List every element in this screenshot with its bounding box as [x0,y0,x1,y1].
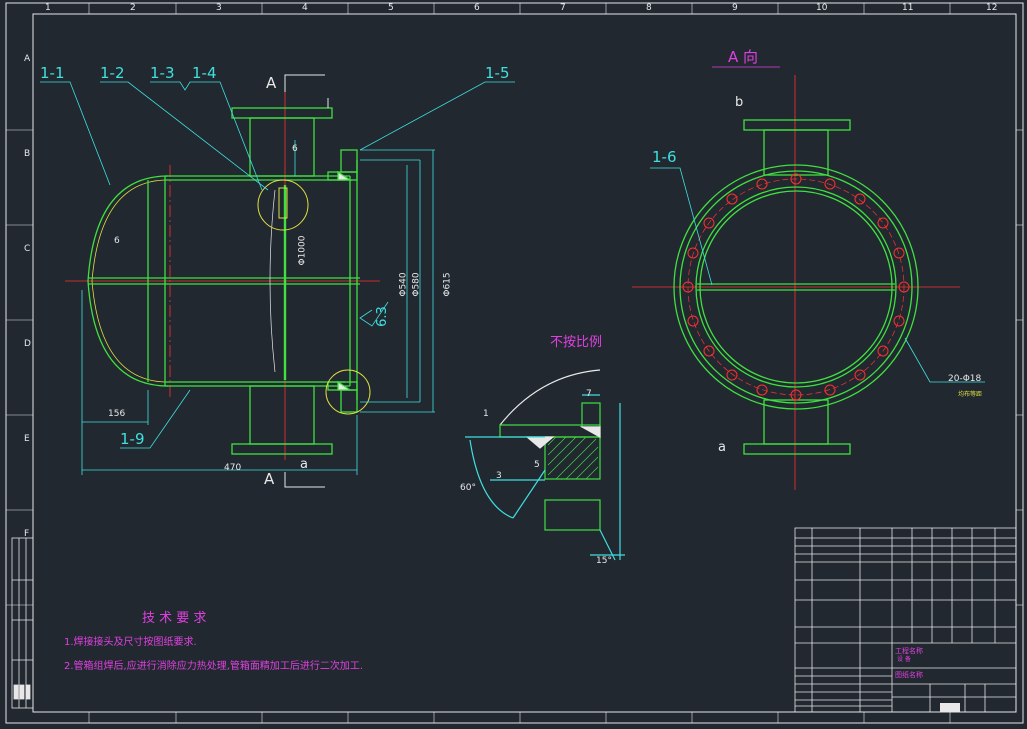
view-a-body [673,119,919,455]
border-number: 12 [986,3,998,13]
detail-dim-7: 7 [586,389,592,399]
weld-hatch [547,436,599,480]
border-letter: F [24,529,30,539]
weld-detail [465,369,625,561]
nozzle-top [231,107,333,177]
border-number: 8 [646,3,652,13]
part-label-1-9: 1-9 [120,430,145,448]
nozzle-bottom [231,385,333,455]
border-letter: B [24,149,31,159]
part-label-1-5: 1-5 [485,64,510,82]
dim-1000: Φ1000 [297,235,308,266]
detail-dim-5: 5 [534,460,540,470]
flange-right [327,149,358,413]
dim-615: Φ615 [442,272,453,297]
dim-6-top: 6 [292,144,298,154]
section-a-bottom: A [264,470,275,488]
border-number: 2 [130,3,136,13]
view-a-centerlines [632,75,960,490]
center-lines [65,90,380,460]
part-label-1-3: 1-3 [150,64,175,82]
border-number: 1 [45,3,51,13]
title-block-project: 工程名称 [895,647,923,655]
border-letter: C [24,244,31,254]
view-a-leaders [650,167,985,383]
title-block-drawing: 图纸名称 [895,671,923,679]
drawing-frame [5,2,1024,724]
nozzle-mark-a-right: a [718,440,726,455]
roughness-6-3: 6.3 [374,306,390,327]
detail-dim-3: 3 [496,471,502,481]
border-number: 5 [388,3,394,13]
border-number: 6 [474,3,480,13]
dimension-lines [40,81,515,475]
dim-540: Φ540 [398,272,409,297]
title-block-mark [940,703,960,712]
border-letter: A [24,54,31,64]
requirements-line-1: 1.焊接接头及尺寸按图纸要求. [64,637,197,648]
detail-dim-1: 1 [483,409,489,419]
requirements-line-2: 2.管箱组焊后,应进行消除应力热处理,管箱面精加工后进行二次加工. [64,661,364,672]
dim-156: 156 [108,409,126,419]
shell-body [165,160,358,400]
bolt-holes-spacing: 均布等距 [958,391,983,398]
border-number: 10 [816,3,828,13]
dim-580: Φ580 [411,272,422,297]
border-number: 4 [302,3,308,13]
border-letter: E [24,434,30,444]
border-letter: D [24,339,31,349]
requirements-title: 技 术 要 求 [142,611,207,626]
title-block-equipment: 设 备 [897,656,911,663]
nozzle-mark-a: a [300,457,308,472]
border-number: 7 [560,3,566,13]
detail-circles [257,179,371,415]
part-label-1-2: 1-2 [100,64,125,82]
detail-angle-15: 15° [596,556,612,566]
detail-title: 不按比例 [550,335,603,350]
part-label-1-6: 1-6 [652,148,677,166]
title-block-lines [794,527,1017,713]
dim-470: 470 [224,463,242,473]
border-ticks [6,3,1023,723]
border-number: 3 [216,3,222,13]
part-label-1-1: 1-1 [40,64,65,82]
bolt-holes [682,173,910,401]
border-number: 11 [902,3,914,13]
section-markers [284,74,329,488]
dim-6-left: 6 [114,236,120,246]
bolt-holes-note: 20-Φ18 [948,374,982,384]
detail-angle-60: 60° [460,483,476,493]
section-a-top: A [266,74,277,92]
part-label-1-4: 1-4 [192,64,217,82]
view-a-title: A 向 [728,48,759,66]
shell-head [87,175,360,387]
nozzle-mark-b: b [735,95,744,110]
side-stamp-box [11,537,34,709]
border-number: 9 [732,3,738,13]
